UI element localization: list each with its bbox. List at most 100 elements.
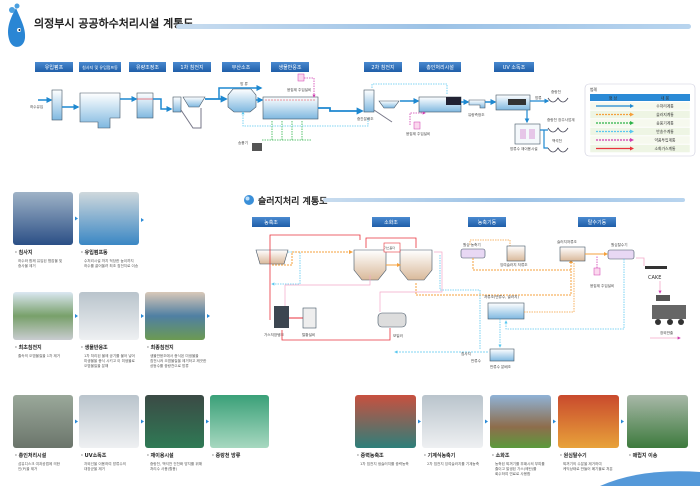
photo-caption-title: · UV소독조 (81, 452, 107, 459)
sludge-storage-tank (559, 246, 586, 262)
gas-line (269, 234, 361, 320)
distribution-tank (363, 89, 375, 113)
photo-caption-desc: 줄이고 발생된 가스(메탄)를 (495, 466, 537, 471)
globe-bullet-icon (244, 195, 254, 205)
coagulant-dosing-unit (297, 73, 305, 82)
cake-conveyor (645, 266, 667, 269)
svg-text:UV 소독조: UV 소독조 (503, 65, 526, 71)
facility-photo (79, 395, 139, 448)
photo-caption-title: · 최종침전지 (147, 344, 174, 351)
legend-label: 반송수계통 (656, 129, 674, 134)
photo-caption-desc: 오염물질을 분해 (84, 363, 108, 368)
svg-text:침사지: 침사지 (461, 351, 471, 356)
gravity-thickener (255, 249, 289, 265)
photo-caption-title: · 생물반응조 (81, 344, 108, 351)
photo-caption-desc: 침전시켜 오염물질을 제거하고 깨끗한 (150, 358, 207, 363)
facility-photo (79, 292, 139, 340)
stage-label: 유량조정조 (129, 62, 166, 72)
svg-text:탈수기동: 탈수기동 (588, 219, 607, 226)
inflow-pump-tank (51, 89, 63, 121)
centrifuge-thickener (460, 248, 486, 259)
facility-photo (422, 395, 483, 448)
coagulant-label-1: 응집제 주입설비 (287, 87, 311, 92)
svg-text:반류수: 반류수 (471, 358, 482, 363)
equalization-tank (136, 92, 154, 119)
river-symbol-3 (547, 147, 569, 153)
storage-tank (487, 302, 525, 320)
stage-label: 유입펌프 (35, 62, 73, 72)
svg-text:농축조: 농축조 (264, 219, 278, 226)
svg-text:2차 침전지: 2차 침전지 (371, 64, 394, 71)
facility-photo (490, 395, 551, 448)
photo-caption-desc: 미생물을 증식 시키고 이 미생물로 (84, 358, 136, 363)
next-arrow-icon (485, 419, 488, 424)
photo-caption-title: · 매립지 이송 (629, 452, 658, 459)
next-arrow-icon (141, 419, 144, 424)
stage-label: 소화조 (372, 217, 410, 227)
photo-caption-desc: 처리수 사용(활용) (150, 466, 178, 471)
river-symbol-2 (547, 127, 569, 133)
legend-header-content: 내 용 (661, 96, 670, 101)
legend-header-shape: 형 상 (609, 96, 618, 101)
next-arrow-icon (75, 419, 78, 424)
photo-caption-desc: 자외선을 이용하여 방류수의 (84, 461, 126, 466)
facility-photo (627, 395, 688, 448)
legend-row: 소화가스계통 (589, 144, 691, 153)
stage-label: 침사지 및 유입펌프동 (79, 62, 121, 72)
stage-label: 2차 침전지 (364, 62, 402, 72)
sludge-process-flow: 가스홀더 원심 농축기 잉여슬러지 저류조 슬러지저류조 원심탈수기 응집제 주… (255, 234, 686, 369)
svg-text:농축기동: 농축기동 (478, 219, 497, 226)
photo-caption-title: · 중랑천 방류 (212, 452, 241, 459)
photo-caption-desc: 중사물 제거 (18, 263, 36, 268)
legend-label: 슬러지계통 (656, 112, 674, 117)
digester-2 (399, 249, 433, 281)
svg-text:침사지 및 유입펌프동: 침사지 및 유입펌프동 (82, 64, 118, 70)
photo-caption-desc: 회수하여 연료로 사용함 (495, 471, 531, 476)
stage-label: 농축기동 (468, 217, 506, 227)
svg-text:1차 침전지: 1차 침전지 (180, 64, 203, 71)
legend-row: 반송수계통 (589, 127, 691, 136)
bypass-line (218, 85, 263, 99)
svg-text:슬러지저류조: 슬러지저류조 (557, 239, 578, 244)
stage-label: 농축조 (252, 217, 290, 227)
reuse-label: 방류수 재이용시설 (510, 146, 538, 151)
page-title: 의정부시 공공하수처리시설 계통도 (34, 16, 193, 30)
return-sludge-line (241, 111, 369, 127)
photo-caption-desc: 인(P)을 제거 (18, 466, 37, 471)
blower-label: 송풍기 (238, 140, 248, 145)
legend-label: 수처리계통 (656, 104, 674, 109)
next-arrow-icon (75, 314, 78, 318)
photo-caption-desc: 중랑천, 백석천 건천화 방지를 위해 (150, 461, 202, 466)
sludge-title: 슬러지처리 계통도 (258, 195, 328, 207)
bypass-label: 방 류 (240, 81, 248, 86)
water-drop-mascot-logo (8, 3, 26, 47)
svg-text:탈황설비: 탈황설비 (302, 332, 315, 337)
stage-label: 무산소조 (222, 62, 260, 72)
svg-text:원심 농축기: 원심 농축기 (463, 242, 481, 247)
air-lines (262, 120, 312, 141)
river-label-3: 백석천 (552, 138, 562, 143)
blower-icon (252, 143, 262, 151)
stage-label: 생물반응조 (271, 62, 309, 72)
stage-label: 탈수기동 (578, 217, 616, 227)
facility-photo (13, 292, 73, 340)
sludge-section-header: 슬러지처리 계통도 (244, 195, 685, 207)
next-arrow-icon (206, 419, 209, 424)
next-arrow-icon (141, 218, 144, 222)
photo-caption-desc: 2차 침전지 잉여슬러지를 기계농축 (427, 461, 480, 466)
svg-text:가스홀더: 가스홀더 (384, 245, 395, 250)
next-arrow-icon (207, 314, 210, 318)
svg-text:가스저장탱크: 가스저장탱크 (264, 332, 285, 337)
svg-text:무산소조: 무산소조 (232, 64, 251, 71)
photo-caption-title: · 재이용시설 (147, 452, 174, 459)
photo-caption-title: · 침사지 (15, 249, 33, 256)
discharge-label: 방류 (535, 95, 542, 100)
facility-photo (145, 395, 204, 448)
svg-text:저류조(반류수, 슬러지): 저류조(반류수, 슬러지) (484, 294, 519, 299)
header: 의정부시 공공하수처리시설 계통도 (8, 3, 691, 47)
svg-text:소화조: 소화조 (384, 220, 398, 226)
legend: 범례 형 상 내 용 수처리계통슬러지계통송풍기계통반송수계통약품투입계통소화가… (584, 83, 696, 157)
